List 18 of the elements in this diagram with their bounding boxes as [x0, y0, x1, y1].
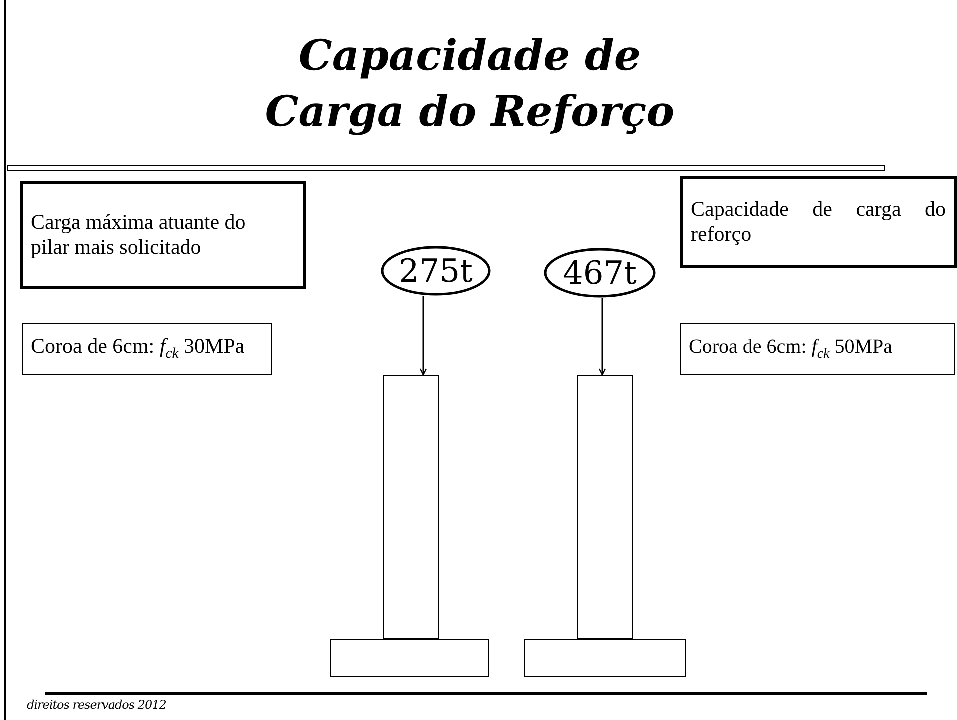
- load-value: 467t: [563, 254, 637, 292]
- slide-title: Capacidade de Carga do Reforço: [264, 30, 676, 138]
- arrow: [420, 296, 428, 376]
- footer-note: direitos reservados 2012: [27, 698, 166, 712]
- text-box: [680, 176, 957, 268]
- structural-block: [577, 375, 633, 639]
- structural-block: [383, 375, 439, 639]
- text-box: [680, 323, 955, 375]
- load-value: 275t: [399, 252, 473, 290]
- box-text: Carga máxima atuante do pilar mais solicitado: [31, 210, 247, 260]
- box-text: Coroa de 6cm: f$_{ck}$ 30MPa: [31, 334, 245, 364]
- arrow: [598, 298, 606, 376]
- structural-block: [330, 639, 489, 677]
- box-text: Coroa de 6cm: f$_{ck}$ 50MPa: [689, 334, 893, 364]
- text-box: [20, 181, 306, 289]
- text-box: [22, 323, 272, 375]
- structural-block: [524, 639, 686, 677]
- box-text: Capacidade de carga do reforço: [691, 196, 946, 248]
